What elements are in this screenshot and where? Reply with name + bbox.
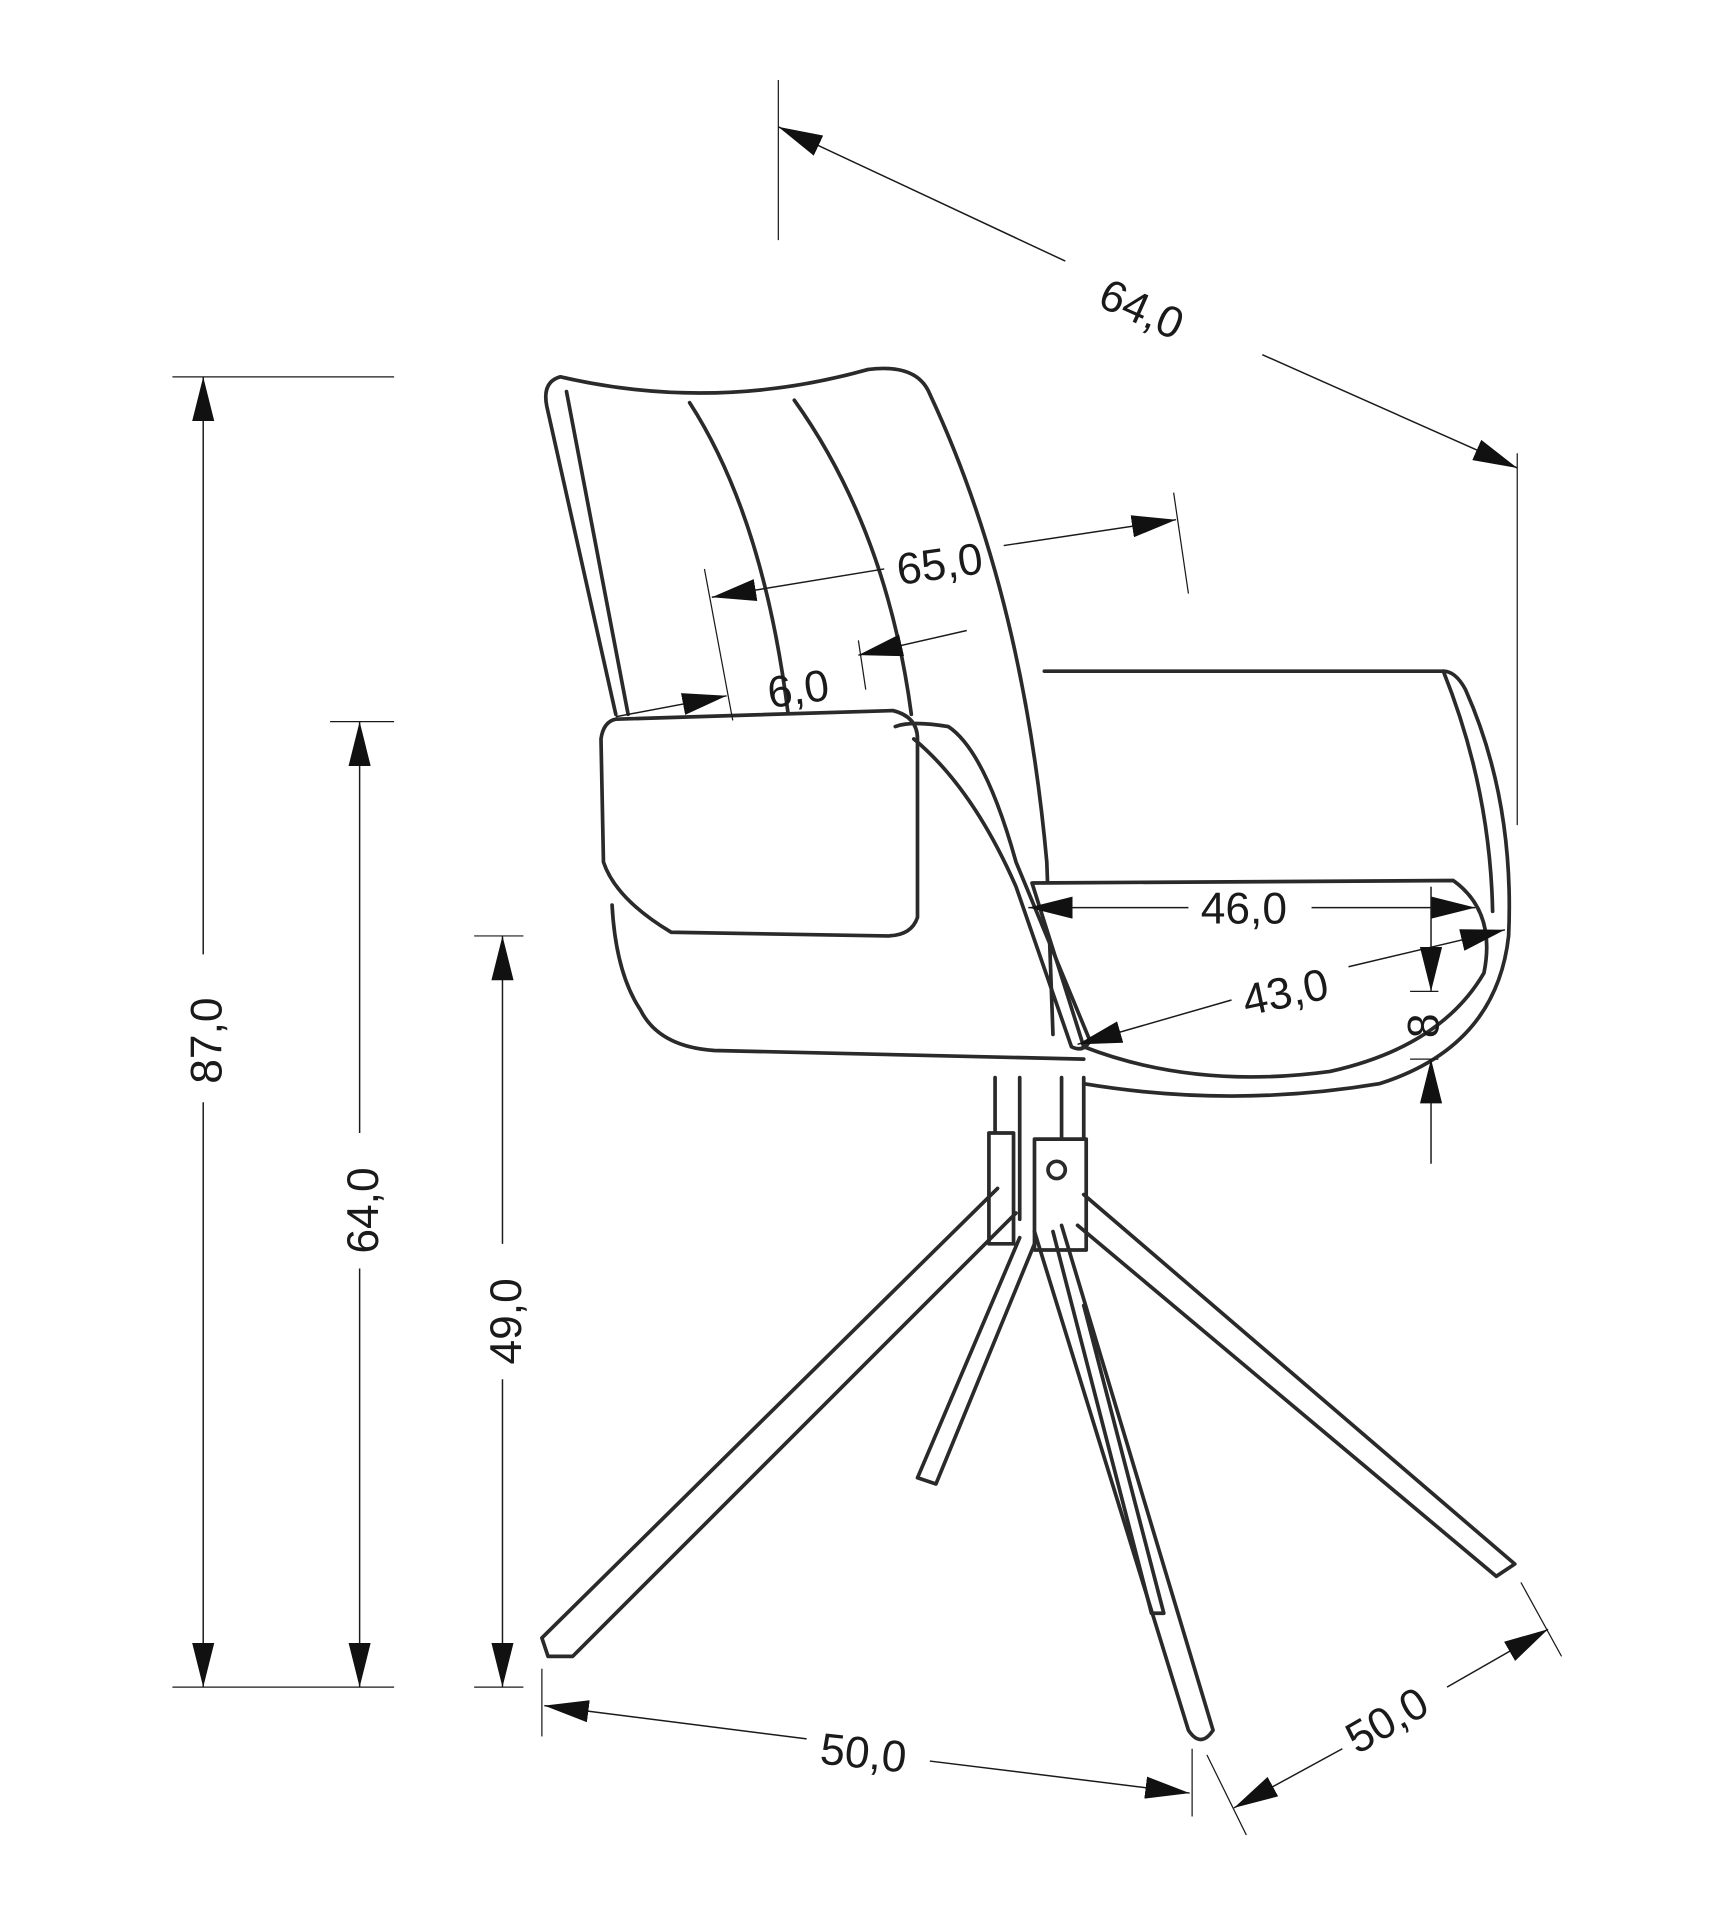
- label-base-front: 50,0: [818, 1725, 909, 1783]
- label-base-side: 50,0: [1338, 1678, 1437, 1764]
- label-back-width: 65,0: [894, 534, 986, 595]
- dim-total-height: 87,0: [172, 376, 395, 1688]
- dim-armrest-height: 64,0: [330, 721, 395, 1688]
- label-back-thickness: 6,0: [764, 661, 832, 718]
- label-seat-thickness: 8: [1399, 1014, 1448, 1039]
- chair-outline: [540, 366, 1517, 1742]
- dim-back-thickness: 6,0: [615, 629, 967, 718]
- dim-seat-thickness: 8: [1399, 886, 1448, 1164]
- dim-seat-height: 49,0: [474, 935, 531, 1688]
- dim-seat-width: 46,0: [1028, 885, 1476, 934]
- dim-base-side: 50,0: [1206, 1582, 1563, 1836]
- dim-base-front: 50,0: [541, 1668, 1193, 1817]
- label-seat-height: 49,0: [482, 1278, 531, 1364]
- label-depth-top: 64,0: [1092, 270, 1191, 350]
- label-armrest-height: 64,0: [339, 1167, 388, 1253]
- label-seat-width: 46,0: [1201, 885, 1287, 934]
- label-total-height: 87,0: [183, 997, 232, 1083]
- dim-back-width: 65,0: [703, 492, 1190, 721]
